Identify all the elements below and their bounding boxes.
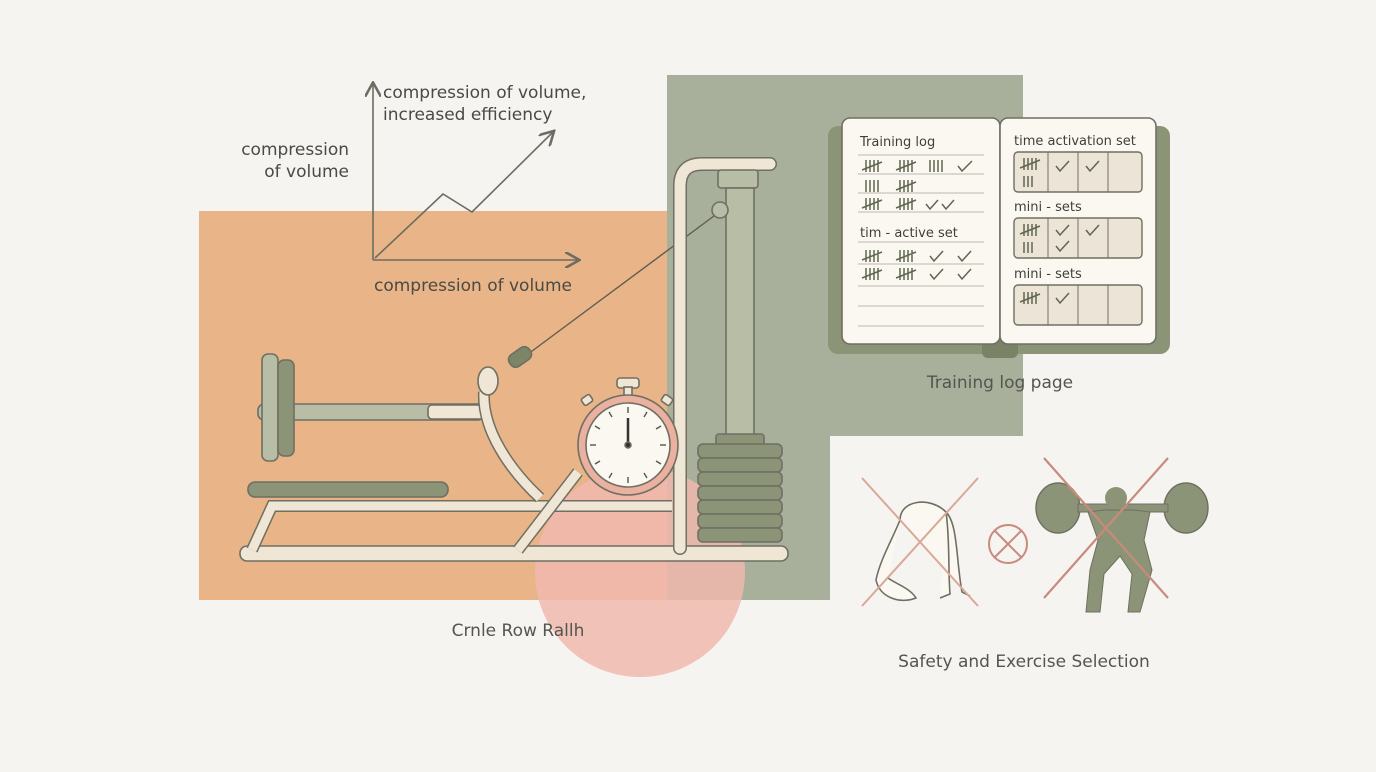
weight-plate-6 <box>697 513 783 529</box>
trend-line <box>374 132 553 259</box>
arrow-label-line1: compression of volume, <box>383 83 586 103</box>
training-log-book: Training log tim - active set <box>828 117 1170 358</box>
stopwatch-icon <box>577 377 679 496</box>
pulley-wheel <box>711 201 729 219</box>
weight-plate-7 <box>697 527 783 543</box>
unsafe-squat-figure <box>1035 457 1209 613</box>
safety-caption: Safety and Exercise Selection <box>898 652 1150 672</box>
weight-plate-4 <box>697 485 783 501</box>
unsafe-bend-figure <box>861 477 979 607</box>
pink-circle <box>535 467 745 677</box>
weight-plate-3 <box>697 471 783 487</box>
machine-caption: Crnle Row Rallh <box>452 621 585 641</box>
plate-outer <box>261 353 279 462</box>
tally-marks <box>861 160 973 281</box>
set-box-2 <box>1013 217 1143 259</box>
x-axis-label: compression of volume <box>374 276 572 296</box>
cable <box>519 209 723 361</box>
log-left-section: tim - active set <box>860 226 958 241</box>
seat-pad <box>247 481 449 498</box>
weight-plate-2 <box>697 457 783 473</box>
prohibited-icon <box>988 524 1028 564</box>
pulley-housing <box>717 169 759 189</box>
weight-plate-1 <box>697 443 783 459</box>
log-left-title: Training log <box>859 135 935 150</box>
cable-row-machine <box>239 157 789 562</box>
floor-rail <box>239 545 789 562</box>
log-caption: Training log page <box>926 373 1073 393</box>
weight-column <box>725 187 755 441</box>
y-label-line2: of volume <box>264 162 349 182</box>
y-label-line1: compression <box>241 140 349 160</box>
log-right-section-2: mini - sets <box>1014 267 1082 282</box>
efficiency-graph: compression of volume, increased efficie… <box>241 83 586 296</box>
safety-section <box>861 457 1209 613</box>
plate-inner <box>277 359 295 457</box>
set-box-1 <box>1013 151 1143 193</box>
log-right-title: time activation set <box>1014 134 1136 149</box>
weight-plate-5 <box>697 499 783 515</box>
set-box-3 <box>1013 284 1143 326</box>
arrow-label-line2: increased efficiency <box>383 105 552 125</box>
cable-clip <box>507 345 533 369</box>
bar-collar <box>427 404 487 420</box>
log-right-section-1: mini - sets <box>1014 200 1082 215</box>
handle-grip <box>477 366 499 396</box>
